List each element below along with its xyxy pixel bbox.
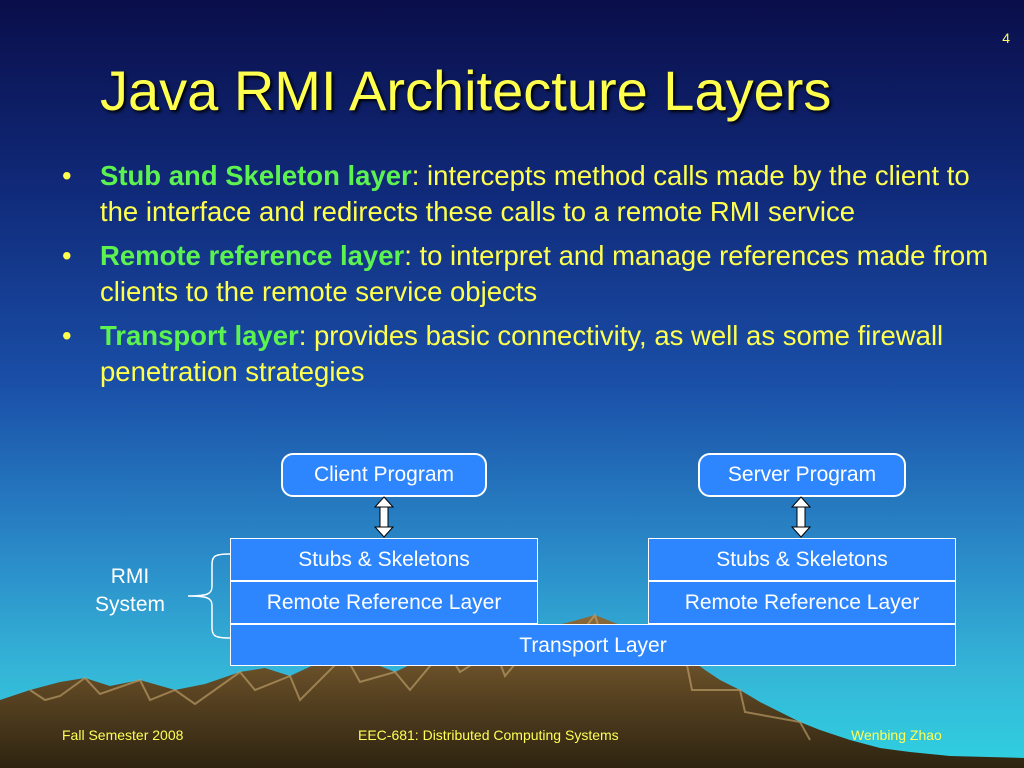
server-remote-reference-box: Remote Reference Layer bbox=[648, 581, 956, 624]
bullet-item: • Transport layer: provides basic connect… bbox=[56, 318, 1006, 390]
bullet-list: • Stub and Skeleton layer: intercepts met… bbox=[56, 158, 1006, 398]
bullet-dot: • bbox=[62, 160, 72, 191]
server-program-box: Server Program bbox=[698, 453, 906, 497]
bullet-item: • Remote reference layer: to interpret an… bbox=[56, 238, 1006, 310]
bullet-text: : to interpret and manage references mad… bbox=[100, 240, 989, 307]
bullet-text: : intercepts method calls made by the cl… bbox=[100, 160, 970, 227]
client-remote-reference-box: Remote Reference Layer bbox=[230, 581, 538, 624]
client-stubs-skeletons-box: Stubs & Skeletons bbox=[230, 538, 538, 581]
slide-number: 4 bbox=[1002, 30, 1010, 46]
footer-left: Fall Semester 2008 bbox=[62, 727, 184, 743]
rmi-system-label: RMI System bbox=[72, 563, 188, 619]
bullet-dot: • bbox=[62, 240, 72, 271]
rmi-brace-icon bbox=[187, 553, 231, 639]
bullet-term: Transport layer bbox=[100, 320, 299, 351]
rmi-label-line1: RMI bbox=[110, 565, 150, 588]
bullet-text: : provides basic connectivity, as well a… bbox=[100, 320, 944, 387]
bullet-item: • Stub and Skeleton layer: intercepts met… bbox=[56, 158, 1006, 230]
rmi-label-line2: System bbox=[94, 593, 165, 616]
footer-center: EEC-681: Distributed Computing Systems bbox=[358, 727, 619, 743]
footer-right: Wenbing Zhao bbox=[851, 727, 942, 743]
server-stubs-skeletons-box: Stubs & Skeletons bbox=[648, 538, 956, 581]
slide-title: Java RMI Architecture Layers bbox=[100, 59, 832, 122]
bullet-term: Stub and Skeleton layer bbox=[100, 160, 412, 191]
client-program-box: Client Program bbox=[281, 453, 487, 497]
transport-layer-box: Transport Layer bbox=[230, 624, 956, 666]
client-double-arrow-icon bbox=[373, 496, 395, 538]
bullet-term: Remote reference layer bbox=[100, 240, 405, 271]
bullet-dot: • bbox=[62, 320, 72, 351]
server-double-arrow-icon bbox=[790, 496, 812, 538]
